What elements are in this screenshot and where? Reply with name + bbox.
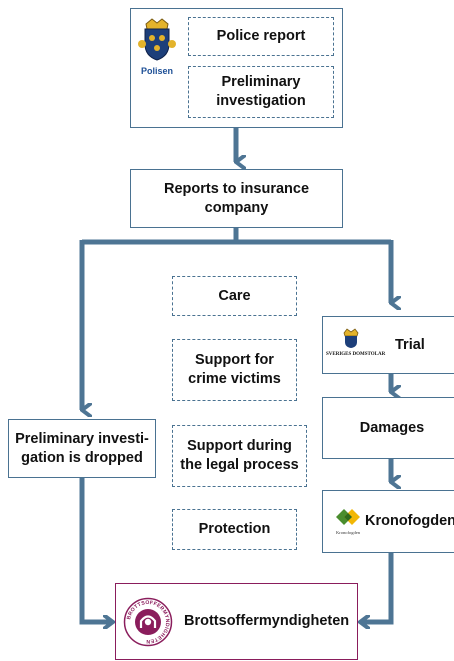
courts-crown-icon [343, 328, 359, 348]
protection-box: Protection [172, 509, 297, 550]
damages-label: Damages [359, 419, 425, 436]
brottsoffer-label: Brottsoffermyndigheten [184, 613, 350, 630]
investigation-dropped-box: Preliminary investi- gation is dropped [8, 419, 156, 478]
protection-label: Protection [198, 521, 271, 538]
support-legal-box: Support during the legal process [172, 425, 307, 487]
support-victims-box: Support for crime victims [172, 339, 297, 401]
investigation-dropped-label: Preliminary investi- gation is dropped [15, 430, 149, 466]
care-label: Care [218, 287, 251, 304]
courts-logo: SVERIGES DOMSTOLAR [326, 327, 386, 363]
preliminary-investigation-box: Preliminary investigation [188, 66, 334, 118]
support-legal-label: Support during the legal process [180, 438, 299, 473]
kronofogden-label: Kronofogden [365, 513, 454, 530]
kronofogden-logo: Kronofogden [333, 507, 363, 537]
kronofogden-diamond-icon [336, 509, 360, 525]
trial-box: Trial [322, 316, 454, 374]
kronofogden-logo-text: Kronofogden [336, 530, 360, 535]
trial-label: Trial [395, 336, 425, 353]
preliminary-investigation-label: Preliminary investigation [216, 74, 306, 109]
police-report-box: Police report [188, 17, 334, 56]
police-logo: Polisen [134, 16, 180, 76]
brottsoffer-emblem-icon: BROTTSOFFERMYNDIGHETEN [123, 597, 173, 647]
arrow-kronofogden-to-brottsoffer [360, 553, 394, 622]
police-badge-icon [138, 18, 176, 61]
insurance-box: Reports to insurance company [130, 169, 343, 228]
insurance-label: Reports to insurance company [163, 180, 310, 216]
support-victims-label: Support for crime victims [188, 352, 281, 387]
courts-logo-text: SVERIGES DOMSTOLAR [326, 352, 386, 357]
brottsoffer-logo: BROTTSOFFERMYNDIGHETEN [123, 597, 173, 647]
care-box: Care [172, 276, 297, 316]
damages-box: Damages [322, 397, 454, 459]
police-logo-text: Polisen [140, 66, 173, 76]
arrow-dropped-to-brottsoffer [79, 478, 113, 622]
police-report-label: Police report [216, 28, 306, 45]
